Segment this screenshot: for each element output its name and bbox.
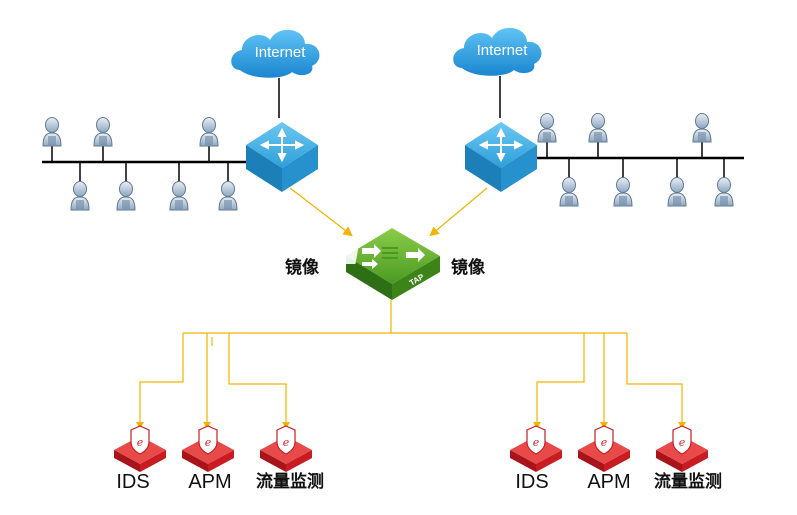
device-apm-left: APM [181, 425, 235, 493]
distribution-lines [139, 300, 683, 424]
switch-arrows-icon [259, 127, 305, 163]
device-label: APM [188, 471, 231, 493]
user-icon [537, 113, 557, 143]
tap-device: TAP [333, 228, 440, 300]
device-label: 流量监测 [654, 471, 722, 492]
user-icon [559, 177, 579, 207]
internet-cloud-left: Internet [231, 29, 320, 78]
user-icon [70, 181, 90, 211]
user-icon [93, 117, 113, 147]
device-label: APM [587, 471, 630, 493]
user-icon [588, 113, 608, 143]
user-icon [199, 117, 219, 147]
device-ids-left: IDS [113, 425, 167, 493]
security-device-icon [259, 425, 313, 473]
device-label: IDS [515, 471, 548, 493]
cloud-label: Internet [255, 44, 307, 61]
device-label: 流量监测 [256, 471, 324, 492]
security-device-icon [509, 425, 563, 473]
cloud-label: Internet [477, 42, 529, 59]
mirror-label-left: 镜像 [285, 257, 320, 278]
device-traffic-right: 流量监测 [654, 425, 722, 492]
cloud-icon [231, 29, 320, 78]
switch-left [246, 122, 318, 192]
security-device-icon [113, 425, 167, 473]
mirror-label-right: 镜像 [451, 257, 486, 278]
security-device-icon [655, 425, 709, 473]
internet-cloud-right: Internet [453, 27, 542, 76]
user-icon [218, 181, 238, 211]
user-icon [613, 177, 633, 207]
security-device-icon [181, 425, 235, 473]
mirror-arrow-right [429, 187, 488, 237]
user-icon [169, 181, 189, 211]
device-label: IDS [116, 471, 149, 493]
user-icons-right [537, 113, 734, 207]
security-device-icon [577, 425, 631, 473]
lan-bus-right [530, 142, 744, 178]
user-icon [667, 177, 687, 207]
user-icons-left [42, 117, 238, 211]
switch-right [465, 122, 537, 192]
lan-bus-left [42, 146, 248, 182]
user-icon [116, 181, 136, 211]
mirror-arrow-left [289, 187, 353, 237]
device-ids-right: IDS [509, 425, 563, 493]
user-icon [42, 117, 62, 147]
switch-arrows-icon [478, 127, 524, 163]
user-icon [714, 177, 734, 207]
user-icon [692, 113, 712, 143]
device-apm-right: APM [577, 425, 631, 493]
cloud-icon [453, 27, 542, 76]
tap-flow-icon [333, 242, 425, 269]
device-traffic-left: 流量监测 [256, 425, 324, 492]
